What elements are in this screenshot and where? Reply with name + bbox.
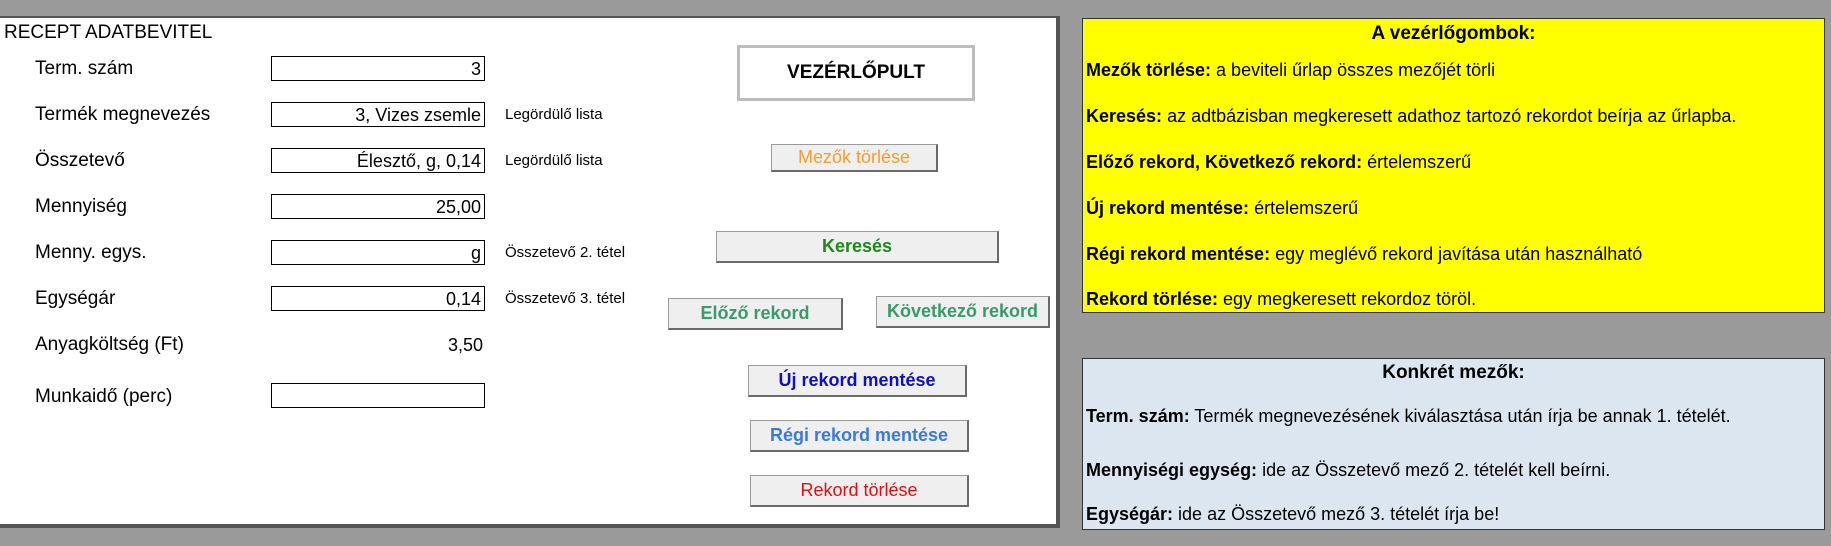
fields-help-title: Konkrét mezők: [1382,362,1525,383]
help-text: az adtbázisban megkeresett adathoz tarto… [1162,106,1737,126]
hint-ingredient: Legördülő lista [505,152,603,169]
help-text: Termék megnevezésének kiválasztása után … [1189,406,1731,426]
help-line-unit: Mennyiségi egység: ide az Összetevő mező… [1086,460,1610,481]
label-work-time: Munkaidő (perc) [35,386,173,407]
recipe-entry-form: RECEPT ADATBEVITEL Term. szám 3 Termék m… [0,16,1060,528]
save-new-record-button[interactable]: Új rekord mentése [748,365,967,397]
material-cost-value: 3,50 [447,335,483,355]
search-button-label: Keresés [821,236,893,256]
hint-unit: Összetevő 2. tétel [505,244,626,261]
help-line-navigation: Előző rekord, Következő rekord: értelems… [1086,152,1471,173]
help-term: Új rekord mentése: [1086,198,1250,218]
help-text: egy meglévő rekord javítása után használ… [1270,244,1643,264]
clear-fields-button[interactable]: Mezők törlése [771,144,938,172]
unit-price-field[interactable]: 0,14 [271,286,485,311]
save-existing-record-button-label: Régi rekord mentése [769,425,949,445]
help-line-search: Keresés: az adtbázisban megkeresett adat… [1086,106,1736,127]
help-text: értelemszerű [1249,198,1359,218]
help-text: ide az Összetevő mező 3. tételét írja be… [1173,504,1500,524]
label-product-number: Term. szám [35,58,134,79]
help-text: egy megkeresett rekordoz töröl. [1218,289,1477,309]
product-name-dropdown[interactable]: 3, Vizes zsemle [271,102,485,127]
buttons-help-panel: A vezérlőgombok: Mezők törlése: a bevite… [1082,18,1825,313]
form-title: RECEPT ADATBEVITEL [4,22,213,43]
label-quantity: Mennyiség [35,196,127,217]
help-line-delete: Rekord törlése: egy megkeresett rekordoz… [1086,289,1476,310]
help-term: Rekord törlése: [1086,289,1219,309]
help-text: a beviteli űrlap összes mezőjét törli [1211,60,1496,80]
help-term: Mezők törlése: [1086,60,1212,80]
help-line-new-save: Új rekord mentése: értelemszerű [1086,198,1358,219]
help-term: Egységár: [1086,504,1174,524]
label-product-name: Termék megnevezés [35,104,211,125]
save-existing-record-button[interactable]: Régi rekord mentése [750,420,969,452]
help-term: Keresés: [1086,106,1163,126]
control-panel-title: VEZÉRLŐPULT [737,45,975,101]
hint-product-name: Legördülő lista [505,106,603,123]
next-record-button[interactable]: Következő rekord [876,296,1050,328]
help-line-clear: Mezők törlése: a beviteli űrlap összes m… [1086,60,1495,81]
ingredient-dropdown[interactable]: Élesztő, g, 0,14 [271,148,485,173]
hint-unit-price: Összetevő 3. tétel [505,290,626,307]
search-button[interactable]: Keresés [716,231,999,263]
quantity-field[interactable]: 25,00 [271,194,485,219]
help-term: Term. szám: [1086,406,1190,426]
help-line-unit-price: Egységár: ide az Összetevő mező 3. tétel… [1086,504,1499,525]
buttons-help-title: A vezérlőgombok: [1371,23,1536,44]
help-term: Mennyiségi egység: [1086,460,1258,480]
unit-field[interactable]: g [271,240,485,265]
label-unit-price: Egységár [35,288,116,309]
product-number-field[interactable]: 3 [271,56,485,81]
help-term: Régi rekord mentése: [1086,244,1271,264]
delete-record-button[interactable]: Rekord törlése [750,475,969,507]
fields-help-panel: Konkrét mezők: Term. szám: Termék megnev… [1082,358,1825,530]
label-material-cost: Anyagköltség (Ft) [35,334,184,355]
label-ingredient: Összetevő [35,150,125,171]
previous-record-button[interactable]: Előző rekord [668,298,843,330]
previous-record-button-label: Előző rekord [700,303,810,323]
work-time-field[interactable] [271,383,485,408]
help-line-old-save: Régi rekord mentése: egy meglévő rekord … [1086,244,1642,265]
help-text: értelemszerű [1362,152,1472,172]
help-text: ide az Összetevő mező 2. tételét kell be… [1257,460,1611,480]
label-unit: Menny. egys. [35,242,147,263]
save-new-record-button-label: Új rekord mentése [778,370,936,390]
help-line-product-number: Term. szám: Termék megnevezésének kivála… [1086,406,1731,427]
delete-record-button-label: Rekord törlése [800,480,918,500]
next-record-button-label: Következő rekord [886,301,1039,321]
help-term: Előző rekord, Következő rekord: [1086,152,1363,172]
clear-fields-button-label: Mezők törlése [797,147,911,167]
